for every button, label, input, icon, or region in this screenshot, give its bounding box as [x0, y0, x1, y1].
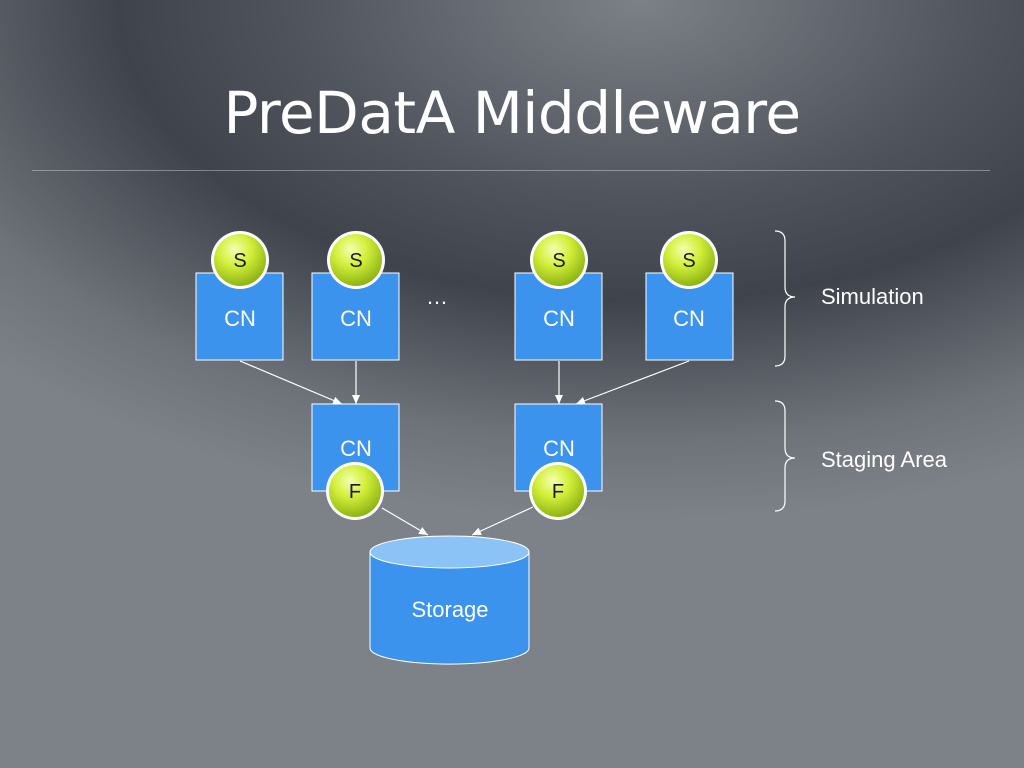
ellipsis-more-nodes: … [426, 284, 448, 309]
simulation-node-3: CN S [514, 231, 603, 361]
arrow-stage2-to-storage [471, 506, 534, 536]
filter-badge-fill [532, 465, 584, 517]
staging-node-1: CN F [311, 403, 400, 520]
simulation-brace [774, 230, 796, 367]
storage-cylinder: Storage [369, 535, 530, 665]
simulation-badge-label: S [349, 250, 362, 272]
simulation-node-2: CN S [311, 231, 400, 361]
simulation-badge-label: S [233, 250, 246, 272]
arrow-sim1-to-stage1 [239, 360, 343, 405]
storage-cylinder-body [369, 551, 530, 665]
storage-cylinder-top [369, 535, 530, 569]
compute-node-label: CN [340, 306, 372, 331]
simulation-badge-fill [330, 234, 382, 286]
filter-badge-label: F [349, 481, 361, 503]
filter-badge-fill [329, 465, 381, 517]
staging-node-2: CN F [514, 403, 603, 520]
simulation-badge-fill [533, 234, 585, 286]
arrow-stage1-to-storage [381, 507, 429, 536]
simulation-badge-label: S [552, 250, 565, 272]
simulation-badge-fill [663, 234, 715, 286]
simulation-node-1: CN S [195, 231, 284, 361]
compute-node-label: CN [224, 306, 256, 331]
slide-title: PreDatA Middleware [223, 79, 801, 147]
compute-node-label: CN [673, 306, 705, 331]
staging-group-label: Staging Area [821, 447, 948, 472]
arrow-sim4-to-stage2 [575, 360, 690, 405]
compute-node-label: CN [543, 436, 575, 461]
simulation-badge-label: S [682, 250, 695, 272]
compute-node-label: CN [340, 436, 372, 461]
simulation-group-label: Simulation [821, 284, 924, 309]
simulation-node-4: CN S [645, 231, 734, 361]
storage-label: Storage [411, 597, 488, 622]
staging-brace [774, 400, 796, 512]
title-divider [32, 170, 990, 171]
compute-node-label: CN [543, 306, 575, 331]
simulation-badge-fill [214, 234, 266, 286]
filter-badge-label: F [552, 481, 564, 503]
